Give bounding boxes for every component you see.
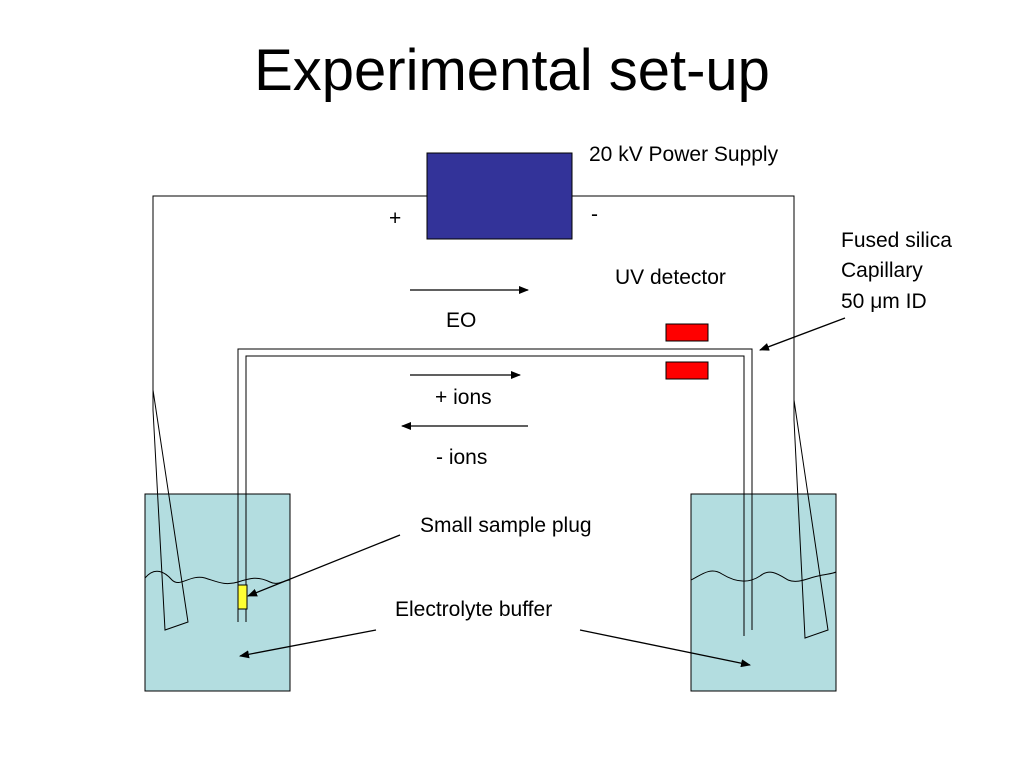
sample-plug-label: Small sample plug xyxy=(420,514,592,537)
plus-ions-label: + ions xyxy=(435,386,492,409)
minus-ions-label: - ions xyxy=(436,446,488,469)
right-electrode xyxy=(793,399,829,639)
eo-label: EO xyxy=(446,309,477,332)
uv-detector-label: UV detector xyxy=(615,266,726,289)
left-electrode-wire xyxy=(152,195,427,390)
left-buffer-vial xyxy=(144,493,291,692)
right-electrode-wire xyxy=(572,195,795,400)
sample-plug-callout-arrow xyxy=(247,534,401,597)
electrolyte-right-callout-arrow xyxy=(579,629,751,668)
left-liquid-surface xyxy=(144,570,291,585)
capillary-callout-arrow xyxy=(759,317,846,351)
capillary-label-line1: Fused silica xyxy=(841,229,952,252)
plus-terminal-label: + xyxy=(389,207,402,230)
minus-terminal-label: - xyxy=(591,203,598,226)
electrolyte-left-callout-arrow xyxy=(239,629,377,659)
power-supply-box xyxy=(426,152,573,240)
left-electrode xyxy=(152,389,189,631)
right-buffer-vial xyxy=(690,493,837,692)
uv-detector-bottom xyxy=(665,361,709,380)
sample-plug xyxy=(237,584,248,610)
power-supply-label: 20 kV Power Supply xyxy=(589,143,779,166)
capillary-inner xyxy=(245,355,745,636)
capillary-label-line2: Capillary xyxy=(841,259,923,282)
capillary-label-line3: 50 μm ID xyxy=(841,290,927,313)
uv-detector-top xyxy=(665,323,709,342)
electrolyte-buffer-label: Electrolyte buffer xyxy=(395,598,553,621)
slide-title: Experimental set-up xyxy=(254,38,770,103)
capillary-outer xyxy=(237,348,753,630)
